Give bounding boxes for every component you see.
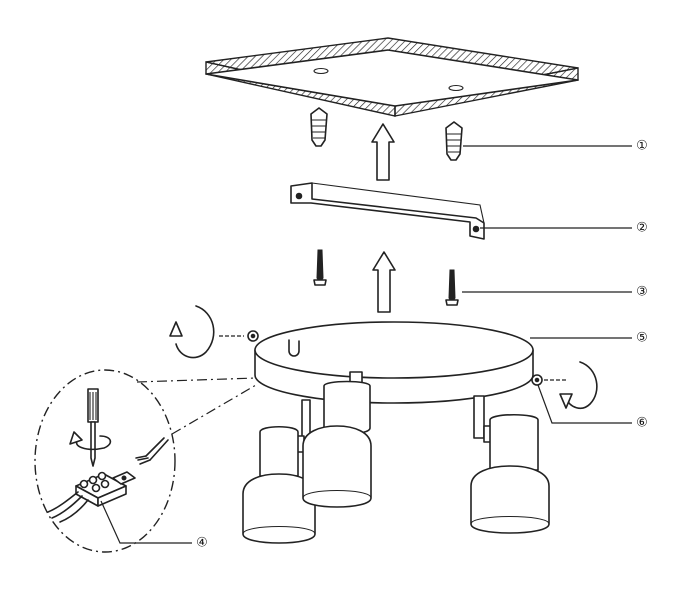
wire-pair-icon [135, 437, 169, 465]
svg-text:⑤: ⑤ [636, 331, 648, 346]
upward-arrow-lower [372, 251, 396, 313]
callout-4: ④ [196, 536, 208, 551]
rotate-arrow-left-icon [169, 305, 215, 359]
leader-lines [100, 145, 632, 544]
svg-text:④: ④ [196, 536, 208, 551]
callout-6: ⑥ [636, 416, 648, 431]
svg-text:①: ① [636, 139, 648, 154]
ceiling-slab [205, 37, 579, 117]
svg-text:③: ③ [636, 285, 648, 300]
spotlight-center [302, 371, 372, 508]
callout-2: ② [636, 221, 648, 236]
svg-text:②: ② [636, 221, 648, 236]
wiring-detail-bubble [34, 369, 257, 553]
screw-right [445, 269, 459, 306]
rotate-arrow-right-icon [559, 361, 598, 410]
screw-left [313, 249, 327, 286]
callout-1: ① [636, 139, 648, 154]
callout-5: ⑤ [636, 331, 648, 346]
wall-plug-left [310, 107, 328, 147]
spotlight-right [470, 395, 550, 534]
terminal-block [75, 471, 136, 507]
terminal-wires [47, 491, 89, 523]
screwdriver-icon [69, 388, 112, 467]
mounting-bracket [290, 182, 485, 240]
wall-plug-right [445, 121, 463, 161]
grub-screw-left [219, 330, 259, 342]
callout-3: ③ [636, 285, 648, 300]
svg-text:⑥: ⑥ [636, 416, 648, 431]
spotlight-left [242, 399, 316, 544]
grub-screw-right [531, 374, 568, 386]
ceiling-canopy [254, 321, 534, 404]
upward-arrow-upper [371, 123, 395, 181]
